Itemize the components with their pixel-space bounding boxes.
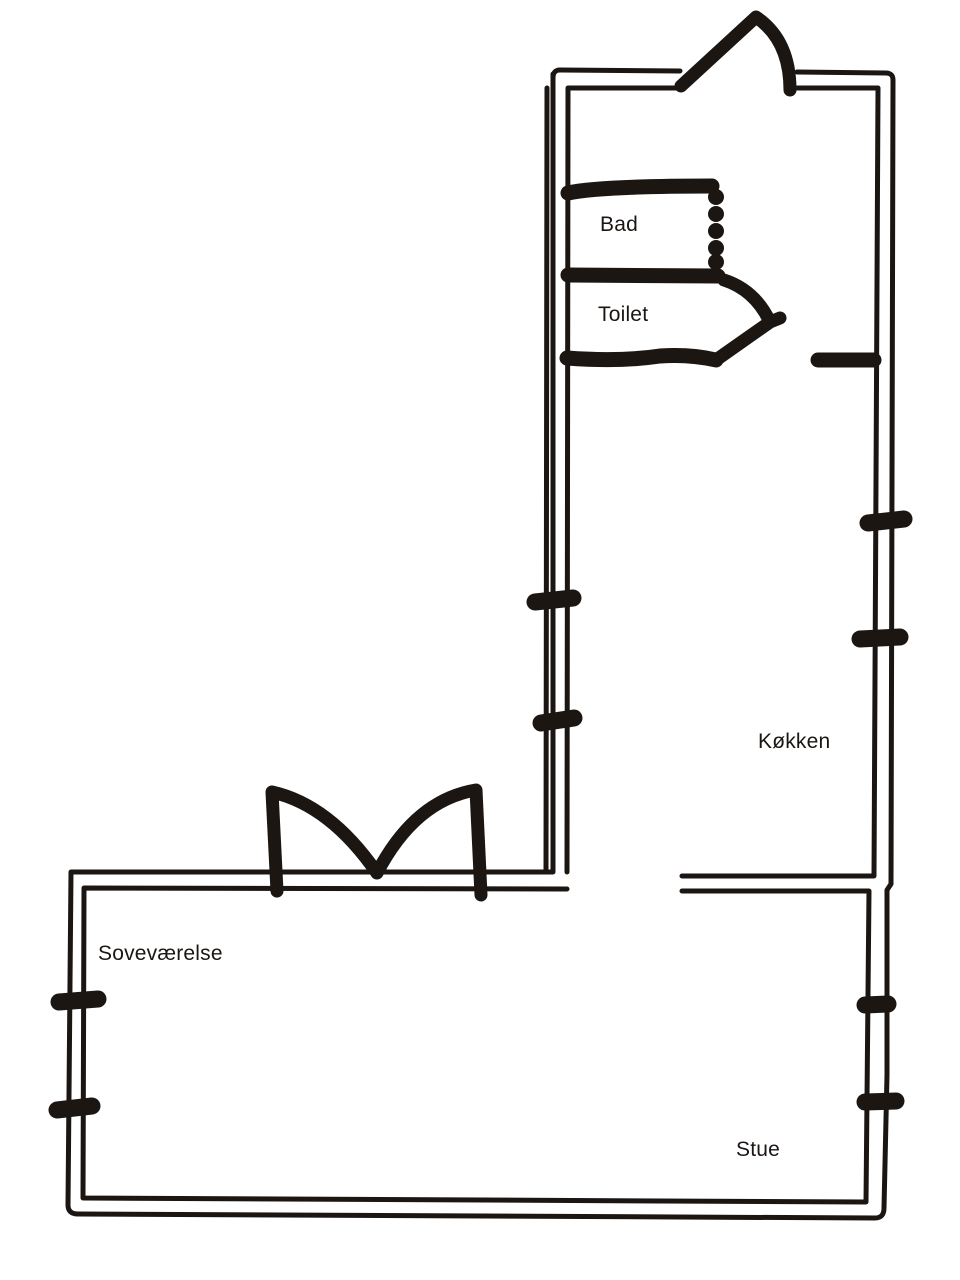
entrance-door-icon	[674, 10, 797, 97]
window-icon	[851, 628, 909, 648]
windows	[48, 510, 913, 1119]
interior-walls	[559, 178, 882, 368]
room-label-sovevaerelse: Soveværelse	[98, 942, 223, 965]
window-icon	[526, 589, 582, 611]
room-label-toilet: Toilet	[598, 303, 649, 326]
double-door-icon	[265, 783, 488, 902]
bathroom-door-icon	[708, 189, 724, 270]
toilet-door-icon	[709, 273, 787, 367]
window-icon	[50, 990, 107, 1011]
room-label-stue: Stue	[736, 1138, 780, 1161]
window-icon	[532, 709, 583, 732]
window-icon	[859, 510, 913, 532]
window-icon	[48, 1097, 101, 1119]
room-label-kokken: Køkken	[758, 730, 831, 753]
outer-walls	[65, 67, 896, 1221]
window-icon	[856, 1092, 905, 1111]
window-icon	[856, 995, 897, 1014]
room-label-bad: Bad	[600, 213, 638, 236]
